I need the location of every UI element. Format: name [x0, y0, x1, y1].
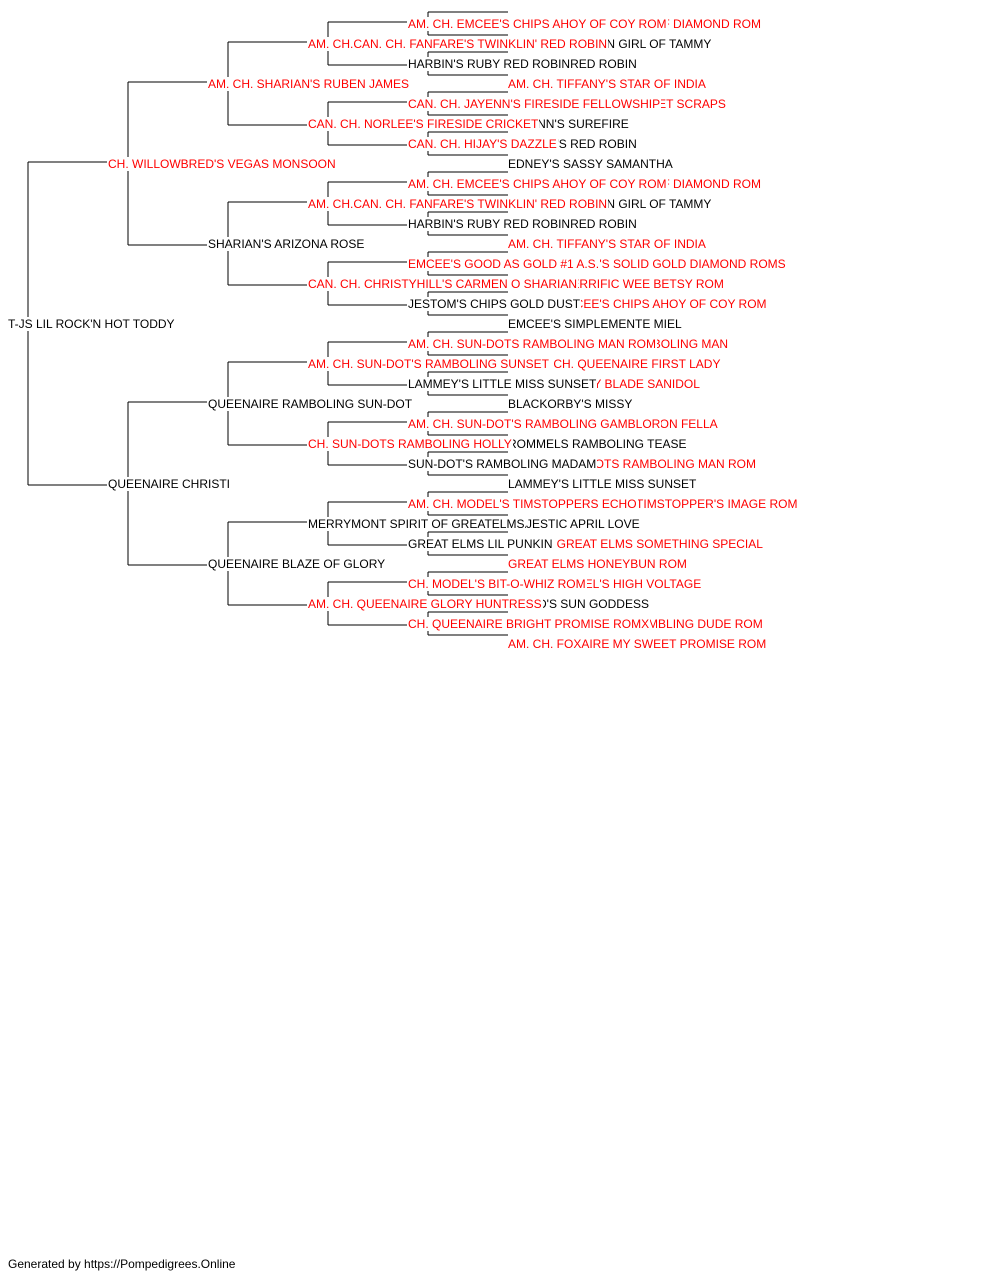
ancestor-name: LAMMEY'S LITTLE MISS SUNSET [407, 377, 598, 391]
ancestor-name: QUEENAIRE CHRISTI [107, 477, 232, 491]
ancestor-name: WOOD'S SUN GODDESS [507, 597, 650, 611]
ancestor-name: JESTOM'S CHIPS GOLD DUST [407, 297, 582, 311]
ancestor-name: CH. MODEL'S BIT-O-WHIZ ROM [407, 577, 587, 591]
ancestor-name: CAN. CH. CHRISTYHILL'S CARMEN O SHARIAN [307, 277, 578, 291]
ancestor-name: MERRYMONT SPIRIT OF GREATELMS [307, 517, 526, 531]
ancestor-name: CH. WILLOWBRED'S VEGAS MONSOON [107, 157, 337, 171]
ancestor-name: AM. CH. SHARIAN'S RUBEN JAMES [207, 77, 410, 91]
ancestor-name: AM. CH. FOXAIRE MY SWEET PROMISE ROM [507, 637, 768, 651]
generated-by-footer: Generated by https://Pompedigrees.Online [8, 1257, 236, 1271]
ancestor-name: MAJESTIC APRIL LOVE [507, 517, 641, 531]
ancestor-name: QUEENAIRE BLAZE OF GLORY [207, 557, 387, 571]
ancestor-name: SHARIAN'S ARIZONA ROSE [207, 237, 366, 251]
ancestor-name: HARBIN'S RUBY RED ROBIN [407, 217, 572, 231]
ancestor-name: ROMMELS RAMBOLING TEASE [507, 437, 688, 451]
ancestor-name: QUEENAIRE RAMBOLING SUN-DOT [207, 397, 414, 411]
ancestor-name: AM. CH.CAN. CH. FANFARE'S TWINKLIN' RED … [307, 37, 609, 51]
ancestor-name: GREAT ELMS HONEYBUN ROM [507, 557, 688, 571]
ancestor-name: BLACKORBY'S MISSY [507, 397, 634, 411]
ancestor-name: AM. CH. MODEL'S TIMSTOPPERS ECHO [407, 497, 638, 511]
ancestor-name: AM. CH. SUN-DOT'S RAMBOLING SUNSET [307, 357, 550, 371]
ancestor-name: CAN. CH. JAYENN'S FIRESIDE FELLOWSHIP [407, 97, 662, 111]
ancestor-name: AM. CH. GREAT ELMS SOMETHING SPECIAL [507, 537, 764, 551]
ancestor-name: SUN-DOT'S RAMBOLING MADAM [407, 457, 598, 471]
ancestor-name: CAN. CH. NORLEE'S FIRESIDE CRICKET [307, 117, 540, 131]
ancestor-name: AM. CH. TIFFANY'S STAR OF INDIA [507, 237, 707, 251]
ancestor-name: EMCEE'S GOOD AS GOLD #1 A.S. [407, 257, 601, 271]
ancestor-name: HARBIN'S RUBY RED ROBIN [407, 57, 572, 71]
ancestor-name: AM. CH. TIFFANY'S STAR OF INDIA [507, 77, 707, 91]
ancestor-name: AM. CH. QUEENAIRE GLORY HUNTRESS [307, 597, 543, 611]
ancestor-name: AM. CH. EMCEE'S CHIPS AHOY OF COY ROM [407, 17, 668, 31]
ancestor-name: CH. QUEENAIRE BRIGHT PROMISE ROMX [407, 617, 651, 631]
ancestor-name: CH.AM. CH. QUEENAIRE FIRST LADY [507, 357, 722, 371]
ancestor-name: LAMMEY'S LITTLE MISS SUNSET [507, 477, 698, 491]
ancestor-name: CAN. CH. HIJAY'S DAZZLE [407, 137, 558, 151]
ancestor-name: AM. CH. SUN-DOT'S RAMBOLING GAMBLOR [407, 417, 662, 431]
ancestor-name: EDNEY'S SASSY SAMANTHA [507, 157, 674, 171]
ancestor-name: CH. SUN-DOTS RAMBOLING HOLLY [307, 437, 513, 451]
ancestor-name: AM. CH.CAN. CH. FANFARE'S TWINKLIN' RED … [307, 197, 609, 211]
subject-dog-name: T-JS LIL ROCK'N HOT TODDY [7, 317, 176, 331]
ancestor-name: GREAT ELMS LIL PUNKIN [407, 537, 554, 551]
ancestor-name: AM. CH. SUN-DOTS RAMBOLING MAN ROM [407, 337, 658, 351]
ancestor-name: EMCEE'S SIMPLEMENTE MIEL [507, 317, 683, 331]
ancestor-name: AM. CH. EMCEE'S CHIPS AHOY OF COY ROM [407, 177, 668, 191]
